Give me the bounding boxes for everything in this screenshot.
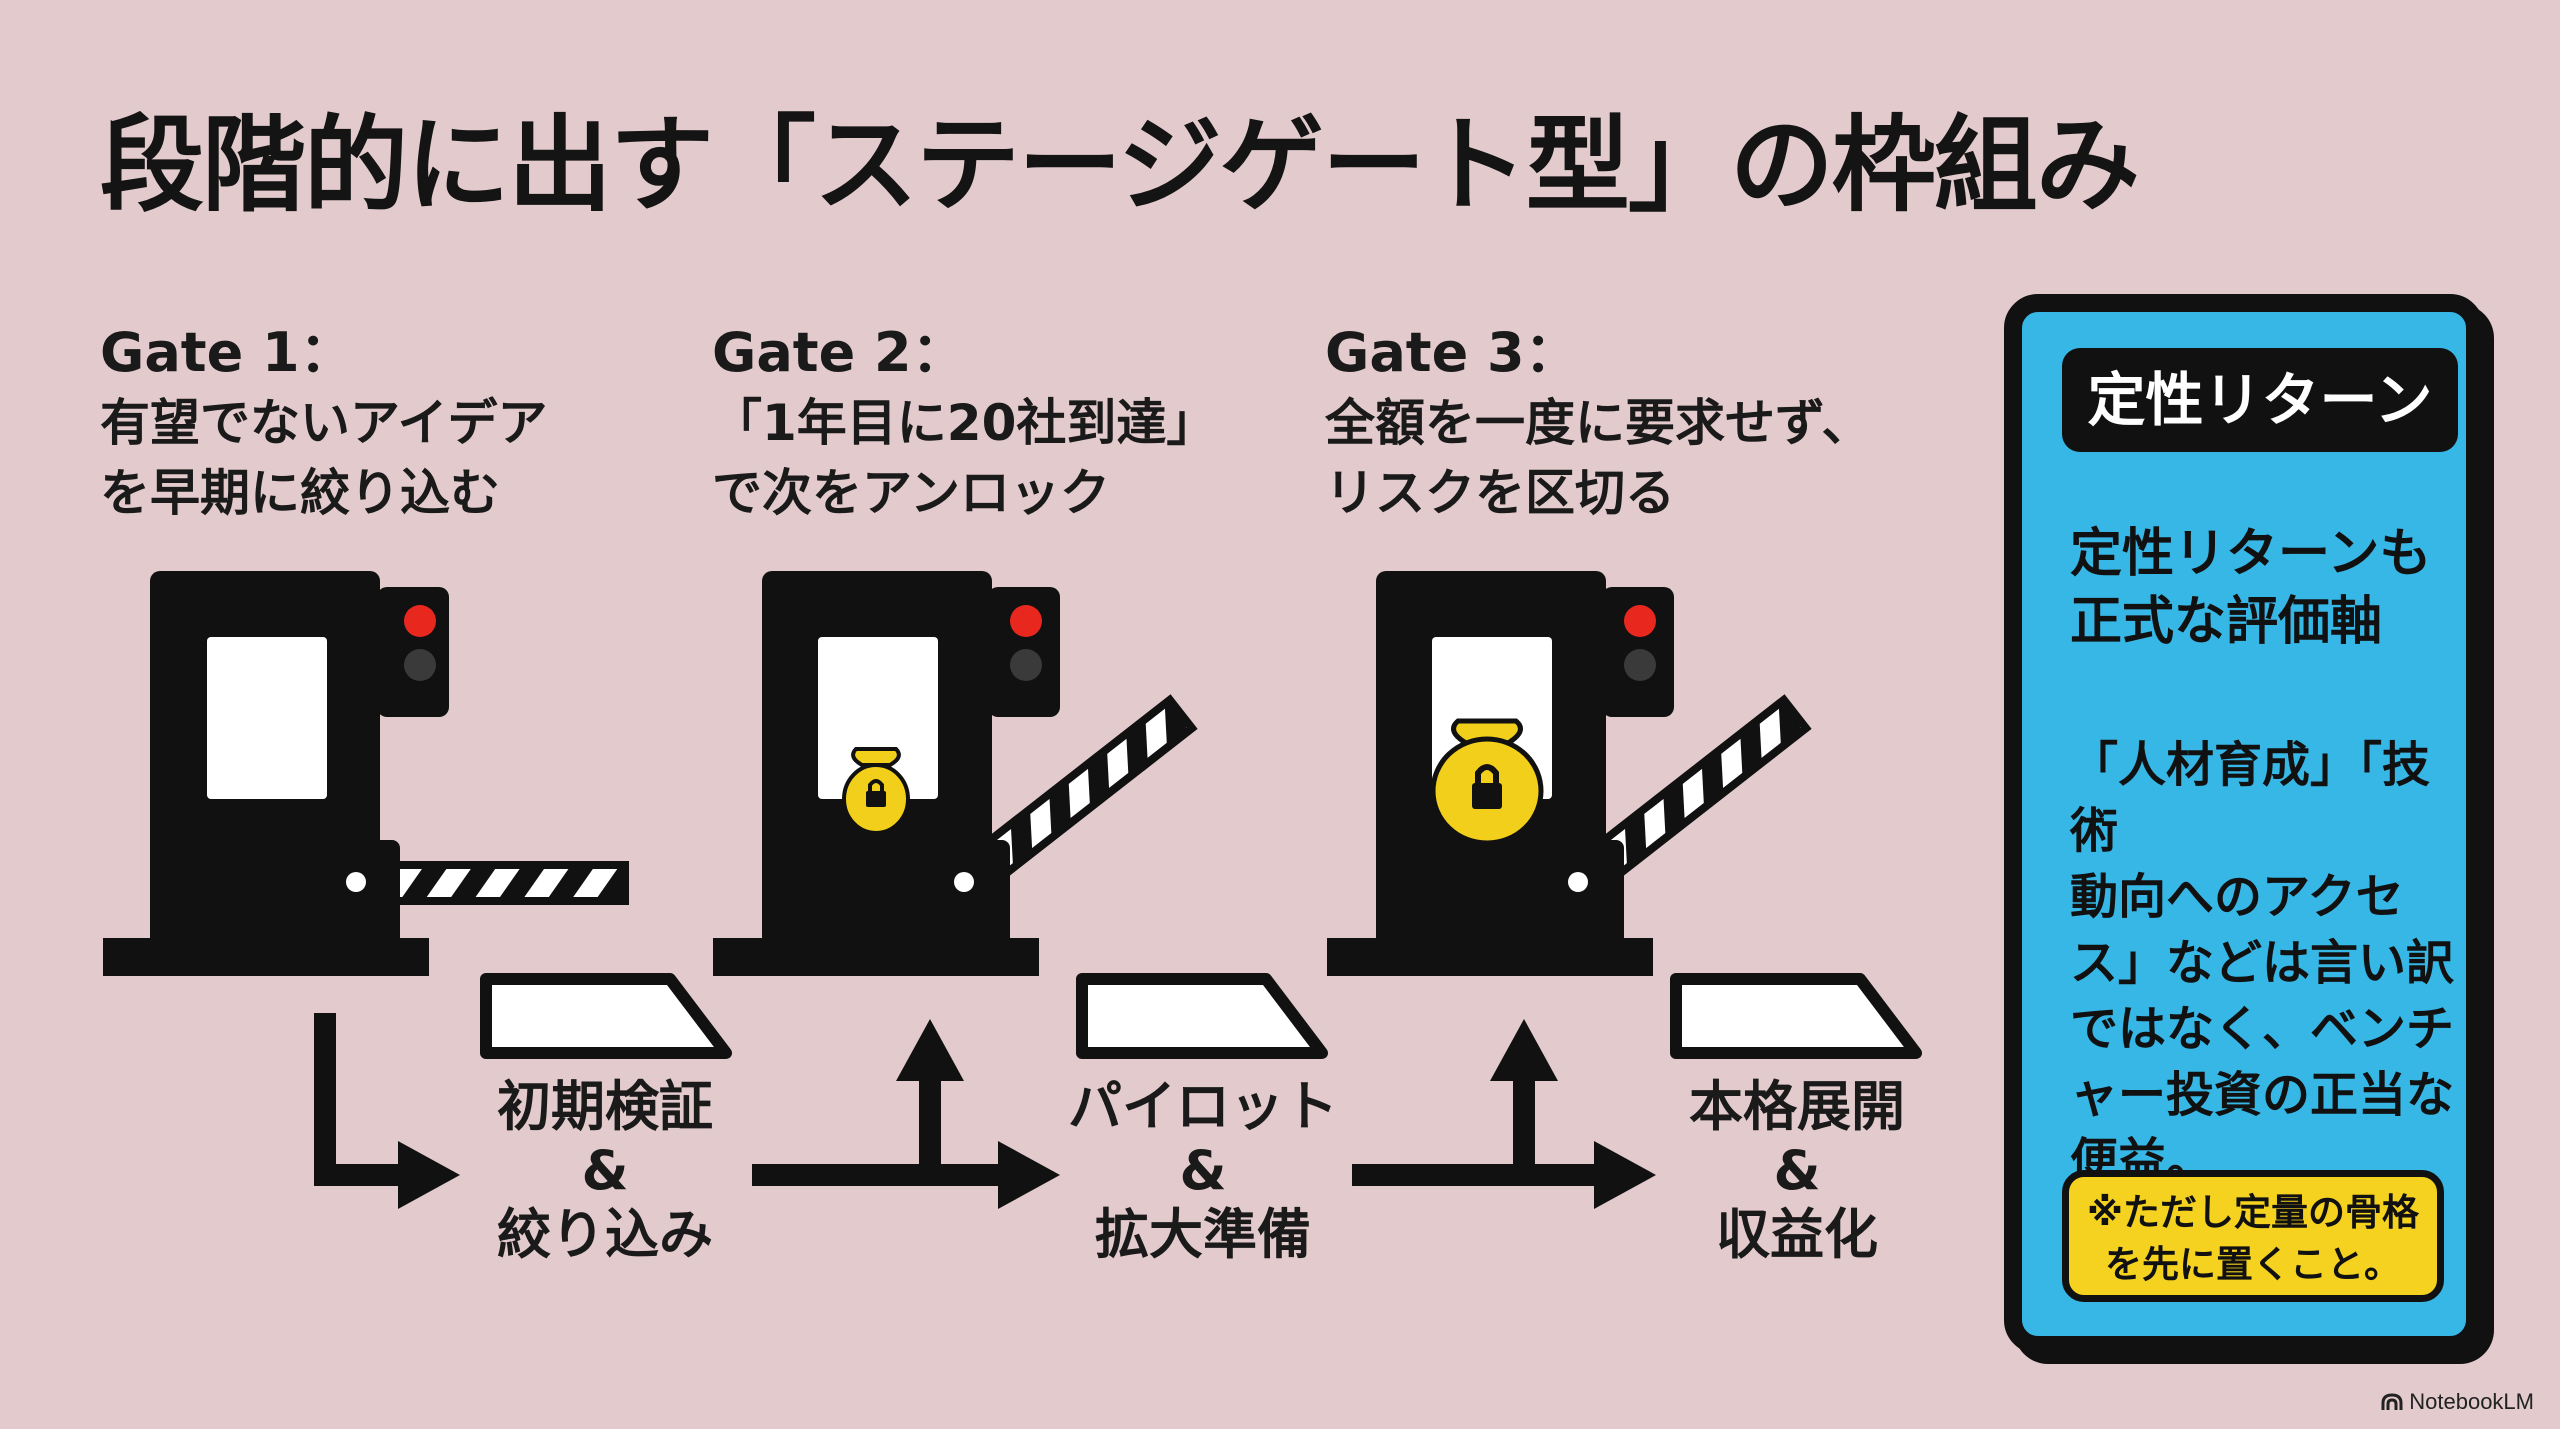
credit-label: NotebookLM bbox=[2409, 1389, 2534, 1414]
stage-platform-2 bbox=[1076, 973, 1328, 1059]
gate-1-line-2: を早期に絞り込む bbox=[100, 464, 500, 522]
gate-2-line-1: 「1年目に20社到達」 bbox=[712, 394, 1217, 452]
money-bag-lock-icon bbox=[1430, 718, 1544, 846]
panel-heading-line-1: 定性リターンも bbox=[2070, 524, 2432, 584]
stage-1-line-3: 絞り込み bbox=[497, 1203, 713, 1266]
gate-2-name: Gate 2： bbox=[712, 321, 966, 384]
panel-note-line-1: ※ただし定量の骨格 bbox=[2087, 1191, 2419, 1234]
notebooklm-credit: NotebookLM bbox=[2381, 1389, 2534, 1415]
closed-barrier-arm bbox=[366, 861, 629, 905]
gate-1-illustration bbox=[103, 571, 732, 1209]
gate-1-description: Gate 1： 有望でないアイデア を早期に絞り込む bbox=[100, 318, 660, 528]
flow-arrow-3 bbox=[1352, 1019, 1656, 1209]
flow-arrow-2 bbox=[752, 1019, 1060, 1209]
stage-platform-3 bbox=[1670, 973, 1922, 1059]
traffic-light-icon bbox=[1602, 587, 1674, 717]
traffic-light-icon bbox=[377, 587, 449, 717]
gate-2-line-2: で次をアンロック bbox=[712, 464, 1110, 522]
barrier-post bbox=[1532, 840, 1624, 950]
panel-body: 「人材育成」「技術 動向へのアクセ ス」などは言い訳 ではなく、ベンチ ャー投資… bbox=[2070, 732, 2460, 1194]
gate-1-name: Gate 1： bbox=[100, 321, 354, 384]
stage-3-line-3: 収益化 bbox=[1716, 1203, 1878, 1266]
flow-arrow-1 bbox=[314, 1013, 460, 1209]
stage-3-label: 本格展開 & 収益化 bbox=[1637, 1075, 1957, 1267]
stage-1-line-2: & bbox=[581, 1139, 629, 1202]
stage-1-label: 初期検証 & 絞り込み bbox=[445, 1075, 765, 1267]
stage-2-label: パイロット & 拡大準備 bbox=[1043, 1075, 1363, 1267]
barrier-post bbox=[308, 840, 400, 950]
panel-body-line-5: ャー投資の正当な bbox=[2070, 1067, 2455, 1123]
stage-2-line-1: パイロット bbox=[1068, 1075, 1338, 1138]
gate-1-line-1: 有望でないアイデア bbox=[100, 394, 548, 452]
gate-3-name: Gate 3： bbox=[1325, 321, 1579, 384]
stage-3-line-2: & bbox=[1773, 1139, 1821, 1202]
gate-3-line-1: 全額を一度に要求せず、 bbox=[1325, 394, 1872, 452]
panel-title: 定性リターン bbox=[2062, 348, 2458, 452]
panel-heading-line-2: 正式な評価軸 bbox=[2070, 592, 2383, 652]
stage-3-line-1: 本格展開 bbox=[1689, 1075, 1905, 1138]
stage-2-line-3: 拡大準備 bbox=[1095, 1203, 1311, 1266]
panel-note: ※ただし定量の骨格 を先に置くこと。 bbox=[2062, 1170, 2444, 1302]
money-bag-lock-icon bbox=[842, 747, 910, 835]
panel-body-line-3: ス」などは言い訳 bbox=[2070, 935, 2455, 991]
barrier-post bbox=[918, 840, 1010, 950]
panel-note-line-2: を先に置くこと。 bbox=[2105, 1243, 2401, 1286]
qualitative-return-panel: 定性リターン 定性リターンも 正式な評価軸 「人材育成」「技術 動向へのアクセ … bbox=[2004, 294, 2484, 1354]
notebooklm-logo-icon bbox=[2381, 1393, 2403, 1410]
page-title: 段階的に出す「ステージゲート型」の枠組み bbox=[100, 104, 2140, 226]
panel-body-line-2: 動向へのアクセ bbox=[2070, 869, 2404, 925]
panel-heading: 定性リターンも 正式な評価軸 bbox=[2070, 520, 2460, 656]
gate-3-illustration bbox=[1327, 571, 1922, 1209]
gate-2-illustration bbox=[713, 571, 1328, 1209]
stage-platform-1 bbox=[480, 973, 732, 1059]
gate-3-line-2: リスクを区切る bbox=[1325, 464, 1675, 522]
stage-2-line-2: & bbox=[1179, 1139, 1227, 1202]
gate-2-description: Gate 2： 「1年目に20社到達」 で次をアンロック bbox=[712, 318, 1272, 528]
panel-body-line-4: ではなく、ベンチ bbox=[2070, 1001, 2455, 1057]
gate-3-description: Gate 3： 全額を一度に要求せず、 リスクを区切る bbox=[1325, 318, 1885, 528]
panel-body-line-1: 「人材育成」「技術 bbox=[2070, 737, 2431, 859]
stage-1-line-1: 初期検証 bbox=[497, 1075, 713, 1138]
traffic-light-icon bbox=[988, 587, 1060, 717]
